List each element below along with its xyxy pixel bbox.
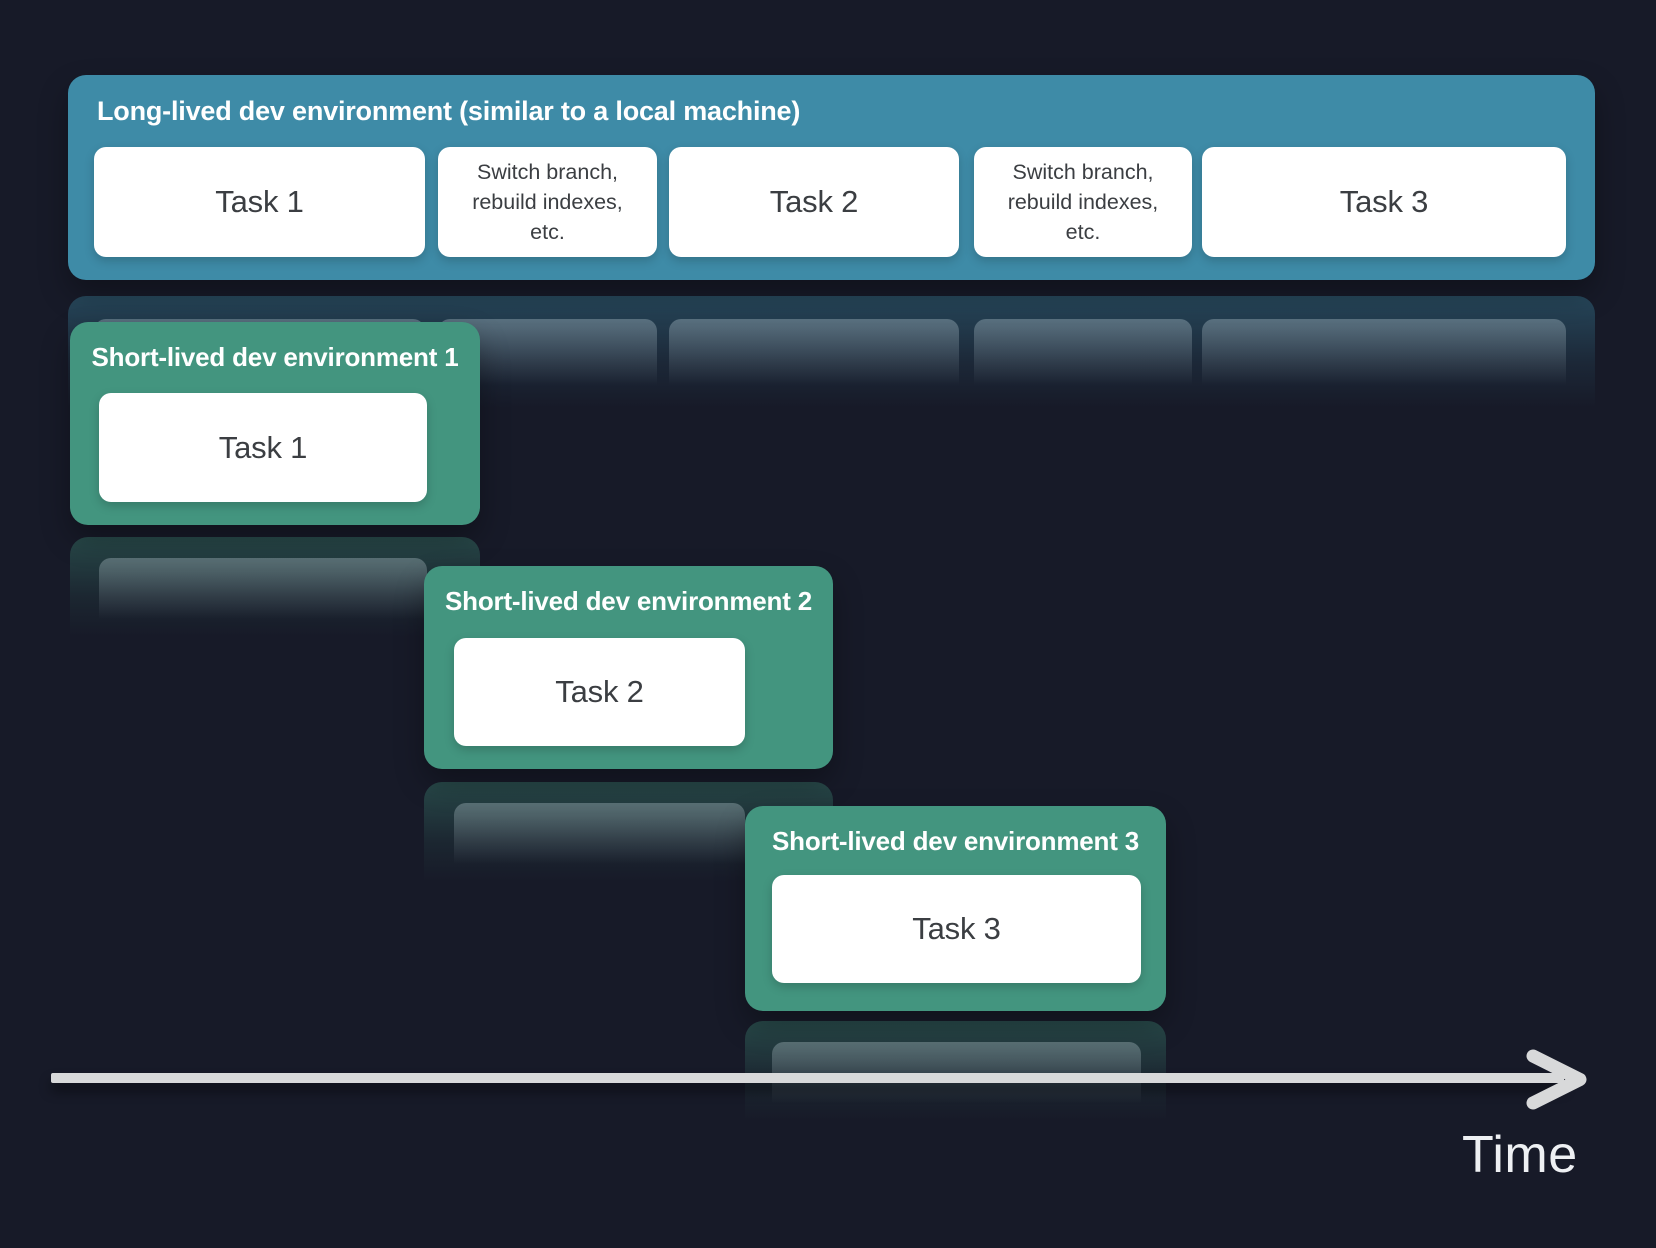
short-env-2-task-label: Task 2 xyxy=(555,674,644,709)
short-env-3-reflection xyxy=(745,1021,1166,1146)
task-3-card: Task 3 xyxy=(1202,147,1566,257)
long-lived-env-title: Long-lived dev environment (similar to a… xyxy=(97,96,801,126)
time-axis-label: Time xyxy=(1462,1126,1578,1184)
short-env-2-task-card: Task 2 xyxy=(454,638,745,746)
short-lived-env-2-container: Short-lived dev environment 2 Task 2 xyxy=(424,566,833,769)
reflection-ghost-card xyxy=(974,319,1192,397)
short-lived-env-3-container: Short-lived dev environment 3 Task 3 xyxy=(745,806,1166,1011)
timeline-axis-line xyxy=(51,1073,1564,1083)
long-lived-env-container: Long-lived dev environment (similar to a… xyxy=(68,75,1595,280)
reflection-ghost-card xyxy=(669,319,959,397)
task-2-label: Task 2 xyxy=(769,184,859,219)
short-env-1-task-label: Task 1 xyxy=(218,429,308,465)
reflection-ghost-card xyxy=(1202,319,1566,397)
short-env-1-task-card: Task 1 xyxy=(99,393,427,502)
task-2-card: Task 2 xyxy=(669,147,959,257)
switch-branch-label-2: Switch branch, rebuild indexes, etc. xyxy=(1007,160,1159,244)
switch-branch-label-1: Switch branch, rebuild indexes, etc. xyxy=(472,160,623,244)
task-3-label: Task 3 xyxy=(1339,184,1429,219)
short-lived-env-2-title: Short-lived dev environment 2 xyxy=(445,586,812,616)
task-1-card: Task 1 xyxy=(94,147,425,257)
arrow-right-icon xyxy=(1524,1048,1588,1112)
short-env-1-reflection xyxy=(70,537,480,662)
short-lived-env-1-container: Short-lived dev environment 1 Task 1 xyxy=(70,322,480,525)
short-env-3-task-label: Task 3 xyxy=(912,911,1001,946)
reflection-ghost-card xyxy=(99,558,427,630)
short-env-3-task-card: Task 3 xyxy=(772,875,1141,983)
switch-branch-card-2: Switch branch, rebuild indexes, etc. xyxy=(974,147,1192,257)
task-1-label: Task 1 xyxy=(215,184,304,219)
short-lived-env-3-title: Short-lived dev environment 3 xyxy=(772,826,1139,856)
switch-branch-card-1: Switch branch, rebuild indexes, etc. xyxy=(438,147,657,257)
short-lived-env-1-title: Short-lived dev environment 1 xyxy=(91,342,459,372)
reflection-ghost-card xyxy=(454,803,745,875)
